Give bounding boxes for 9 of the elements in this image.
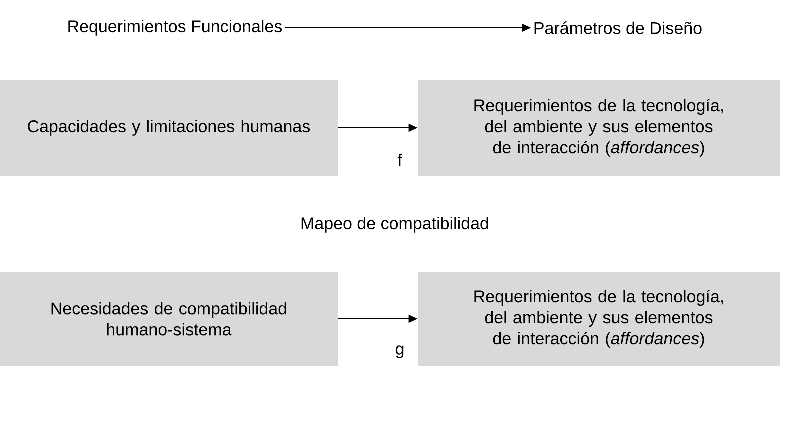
process-box: Requerimientos de la tecnología, del ambiente y sus elementos de interacción (affordances) [418,272,780,366]
edge-label: g [396,346,404,358]
heading-text: Parámetros de Diseño [534,22,702,34]
heading-text: Requerimientos Funcionales [68,20,282,36]
section-label: Mapeo de compatibilidad [302,217,488,233]
process-box: Requerimientos de la tecnología, del ambiente y sus elementos de interacción (affordances) [418,80,780,176]
process-box: Capacidades y limitaciones humanas [0,80,338,176]
process-box: Necesidades de compatibilidad humano-sistema [0,272,338,366]
edge-label: f [398,154,402,166]
